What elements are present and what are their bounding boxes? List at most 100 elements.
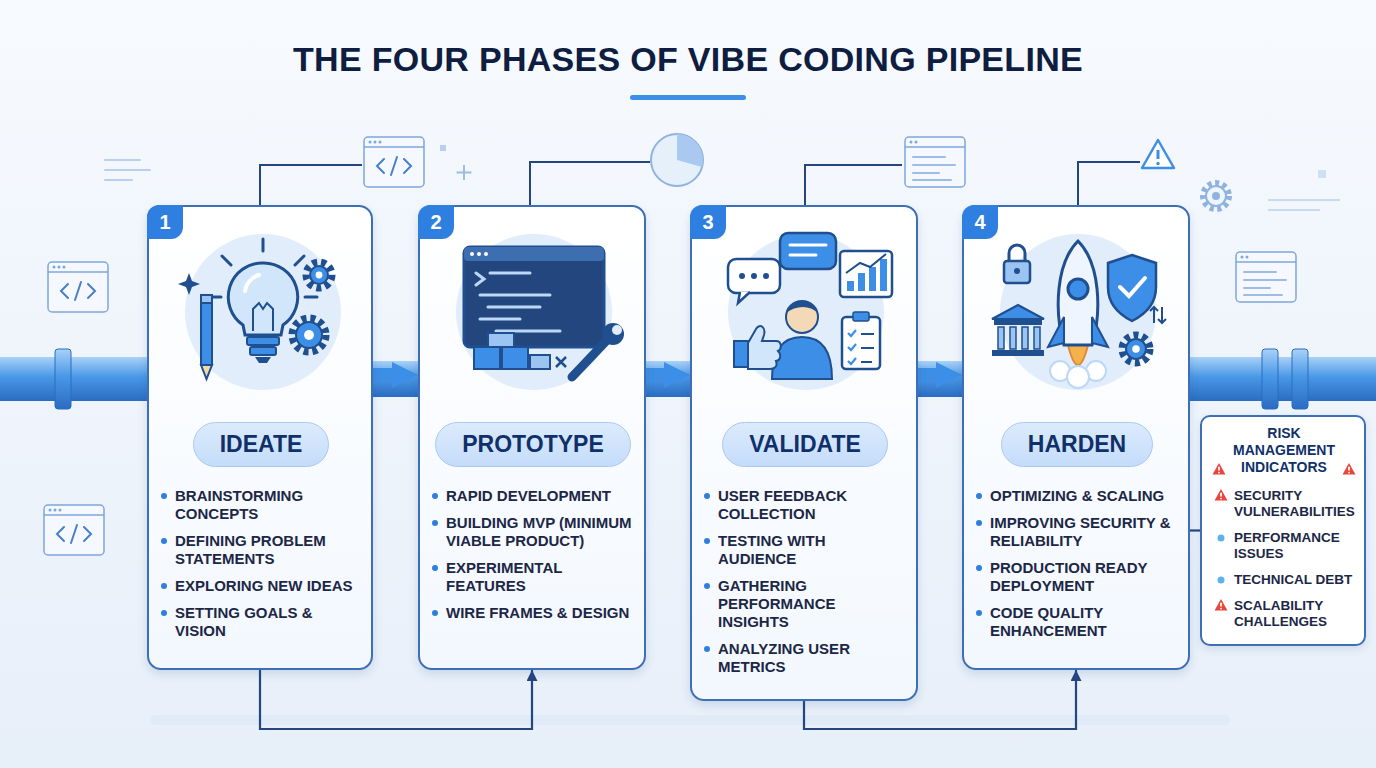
bullet-item: PRODUCTION READY DEPLOYMENT xyxy=(976,559,1178,595)
phase-pill: VALIDATE xyxy=(722,422,888,467)
code-window-icon xyxy=(44,505,104,555)
icon-part xyxy=(1009,245,1025,261)
decor-dot xyxy=(1318,170,1326,178)
icon-part xyxy=(1132,345,1140,353)
phase-badge: 2 xyxy=(418,205,454,239)
decor-plus xyxy=(457,165,472,180)
icon-part xyxy=(1122,335,1150,363)
bullet-item: IMPROVING SECURITY & RELIABILITY xyxy=(976,514,1178,550)
pipe xyxy=(913,361,967,397)
icon-part xyxy=(992,305,1044,319)
icon-part xyxy=(456,234,612,390)
phase-icon xyxy=(149,207,375,412)
bullet-list: OPTIMIZING & SCALING IMPROVING SECURITY &… xyxy=(976,487,1178,640)
dot-mark xyxy=(1214,530,1228,544)
icon-part xyxy=(846,254,886,273)
bullet-list: USER FEEDBACK COLLECTIONTESTING WITH AUD… xyxy=(704,487,906,676)
icon-part xyxy=(786,301,818,313)
warning-icon xyxy=(1156,162,1159,165)
phase-number: 2 xyxy=(430,211,441,234)
bullet-item: RAPID DEVELOPMENT xyxy=(432,487,634,505)
icon-part xyxy=(853,312,869,321)
pipe-flange xyxy=(1292,349,1308,409)
icon-part xyxy=(612,325,622,335)
risk-text: SCALABILITY CHALLENGES xyxy=(1234,598,1356,630)
icon-part xyxy=(1218,577,1225,584)
phase-card: 1IDEATEBRAINSTORMING CONCEPTSDEFINING PR… xyxy=(147,205,373,670)
pie-icon xyxy=(677,134,703,167)
phase-name: IDEATE xyxy=(220,431,303,457)
icon-part xyxy=(1014,268,1020,274)
bullet-item: OPTIMIZING & SCALING xyxy=(976,487,1178,505)
risk-title: RISK MANAGEMENT INDICATORS xyxy=(1230,425,1338,476)
icon-part xyxy=(790,245,826,255)
icon-part xyxy=(1010,327,1016,349)
icon-part xyxy=(477,252,481,256)
risk-text: SECURITY VULNERABILITIES xyxy=(1234,488,1356,520)
icon-part xyxy=(255,357,271,363)
bullet-item: ANALYZING USER METRICS xyxy=(704,640,906,676)
warning-icon xyxy=(1157,150,1160,159)
phase-icon xyxy=(420,207,648,412)
bullet-text: BRAINSTORMING CONCEPTS xyxy=(175,487,303,522)
diagram-title: THE FOUR PHASES OF VIBE CODING PIPELINE xyxy=(0,40,1376,79)
icon-part xyxy=(869,267,876,291)
icon-part xyxy=(1218,467,1220,471)
bullet-item: DEFINING PROBLEM STATEMENTS xyxy=(161,532,361,568)
icon-part xyxy=(1220,493,1222,497)
bullet-item: CODE QUALITY ENHANCEMENT xyxy=(976,604,1178,640)
icon-part xyxy=(1022,327,1028,349)
icon-part xyxy=(502,347,528,369)
phase-number: 3 xyxy=(702,211,713,234)
bullet-item: GATHERING PERFORMANCE INSIGHTS xyxy=(704,577,906,631)
icon-part xyxy=(1092,317,1108,347)
risk-text: PERFORMANCE ISSUES xyxy=(1234,530,1356,562)
bullet-text: DEFINING PROBLEM STATEMENTS xyxy=(175,532,326,567)
phase-pill: PROTOTYPE xyxy=(435,422,630,467)
icon-part xyxy=(763,273,769,279)
icon-part xyxy=(1220,603,1222,607)
bullet-list: RAPID DEVELOPMENT BUILDING MVP (MINIMUM V… xyxy=(432,487,634,622)
icon-part xyxy=(880,259,887,291)
gear-icon xyxy=(1212,192,1220,200)
pipe xyxy=(368,361,422,397)
dot-mark xyxy=(1214,572,1228,586)
bullet-text: ANALYZING USER METRICS xyxy=(718,640,850,675)
warning-mark xyxy=(1214,598,1228,612)
icon-part xyxy=(1068,279,1088,299)
icon-part xyxy=(1220,608,1222,610)
gear-icon xyxy=(1206,186,1226,206)
title-text: THE FOUR PHASES OF VIBE CODING PIPELINE xyxy=(293,40,1083,78)
code-window-icon xyxy=(48,262,108,312)
bullet-list: BRAINSTORMING CONCEPTS DEFINING PROBLEM S… xyxy=(161,487,361,640)
icon-part xyxy=(734,341,748,367)
phase-badge: 4 xyxy=(962,205,998,239)
icon-part xyxy=(201,295,212,303)
icon-part xyxy=(786,301,818,333)
icon-part xyxy=(304,330,314,340)
icon-part xyxy=(1348,472,1350,474)
warning-mark xyxy=(1212,462,1226,476)
phase-pill: IDEATE xyxy=(193,422,330,467)
icon-part xyxy=(476,273,560,331)
phase-card: 2PROTOTYPE RAPID DEVELOPMENT BUILDING MVP … xyxy=(418,205,646,670)
phase-icon xyxy=(964,207,1192,412)
icon-part xyxy=(484,252,488,256)
bullet-text: SETTING GOALS & VISION xyxy=(175,604,313,639)
icon-part xyxy=(316,272,323,279)
icon-part xyxy=(296,322,322,348)
icon-part xyxy=(1218,472,1220,474)
icon-part xyxy=(228,263,297,335)
pipe xyxy=(640,361,694,397)
warning-mark xyxy=(1342,462,1356,476)
bullet-text: BUILDING MVP (MINIMUM VIABLE PRODUCT) xyxy=(446,514,632,549)
code-window-icon xyxy=(1236,252,1296,302)
icon-part xyxy=(474,347,500,369)
pipe xyxy=(0,357,152,401)
icon-part xyxy=(245,275,259,291)
icon-part xyxy=(1220,498,1222,500)
icon-part xyxy=(992,350,1044,356)
phase-badge: 3 xyxy=(690,205,726,239)
